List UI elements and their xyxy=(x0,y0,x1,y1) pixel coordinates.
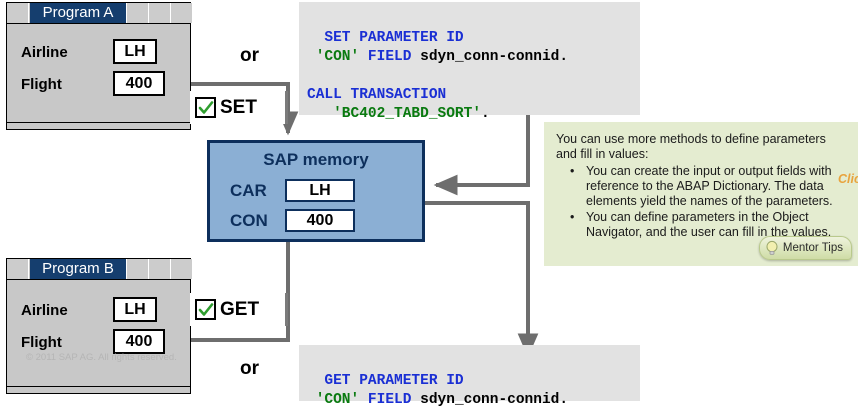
program-a-statusbar xyxy=(7,122,190,129)
flight-label-a: Flight xyxy=(21,76,62,93)
set-code-block: SET PARAMETER ID 'CON' FIELD sdyn_conn-c… xyxy=(299,2,640,122)
or-label-bottom: or xyxy=(240,358,259,379)
list-item: • You can create the input or output fie… xyxy=(556,164,848,209)
flight-field-b[interactable]: 400 xyxy=(113,329,165,354)
click-hint-text[interactable]: Clic xyxy=(838,172,858,186)
get-checkbox-label[interactable]: GET xyxy=(190,293,288,326)
program-b-title: Program B xyxy=(30,259,126,279)
set-code-line5-str: 'BC402_TABD_SORT' xyxy=(333,106,482,122)
set-code-line1: SET PARAMETER ID xyxy=(324,30,464,46)
airline-field-b[interactable]: LH xyxy=(113,297,157,322)
tips-bullet-list: • You can create the input or output fie… xyxy=(556,164,848,241)
program-a-title: Program A xyxy=(30,3,126,23)
program-b-statusbar xyxy=(7,386,190,393)
window-menu-box-b[interactable] xyxy=(7,259,29,279)
memory-value-con[interactable]: 400 xyxy=(285,209,355,232)
get-code-line2-id: sdyn_conn-connid. xyxy=(420,392,569,408)
get-code-line1: GET PARAMETER ID xyxy=(324,373,464,389)
get-code-line2-kw: FIELD xyxy=(359,392,421,408)
mentor-tips-badge[interactable]: Mentor Tips xyxy=(758,236,852,260)
program-a-body: Airline LH Flight 400 xyxy=(7,24,190,129)
program-a-window[interactable]: Program A Airline LH Flight 400 xyxy=(6,2,192,130)
get-code-block: GET PARAMETER ID 'CON' FIELD sdyn_conn-c… xyxy=(299,345,640,408)
window-button-b3[interactable] xyxy=(170,259,192,279)
window-menu-box[interactable] xyxy=(7,3,29,23)
program-b-body: Airline LH Flight 400 xyxy=(7,280,190,393)
sap-memory-title: SAP memory xyxy=(263,150,369,169)
lightbulb-icon xyxy=(766,240,778,255)
memory-value-car[interactable]: LH xyxy=(285,179,355,202)
mentor-tips-panel: You can use more methods to define param… xyxy=(544,122,858,266)
window-button-b1[interactable] xyxy=(126,259,148,279)
get-label: GET xyxy=(220,298,260,320)
set-code-line5-id: . xyxy=(481,106,490,122)
window-button-1[interactable] xyxy=(126,3,148,23)
bullet-glyph: • xyxy=(570,164,575,178)
airline-field-a[interactable]: LH xyxy=(113,39,157,64)
tips-item-text: You can define parameters in the Object … xyxy=(586,210,832,239)
memory-key-con: CON xyxy=(230,211,268,230)
airline-label-a: Airline xyxy=(21,44,68,61)
checkmark-icon-get xyxy=(195,299,216,320)
program-a-titlebar: Program A xyxy=(7,3,192,24)
bullet-glyph: • xyxy=(570,210,575,224)
sap-memory-box: SAP memory CAR LH CON 400 xyxy=(207,140,425,242)
set-code-line4: CALL TRANSACTION xyxy=(307,87,447,103)
checkmark-icon xyxy=(195,97,216,118)
airline-label-b: Airline xyxy=(21,302,68,319)
set-code-line2-kw: FIELD xyxy=(359,49,421,65)
set-code-line2-id: sdyn_conn-connid. xyxy=(420,49,569,65)
list-item: • You can define parameters in the Objec… xyxy=(556,210,848,240)
window-button-3[interactable] xyxy=(170,3,192,23)
window-button-2[interactable] xyxy=(148,3,170,23)
set-code-line2-str: 'CON' xyxy=(315,49,360,65)
memory-key-car: CAR xyxy=(230,181,267,200)
get-code-line2-str: 'CON' xyxy=(315,392,360,408)
flight-label-b: Flight xyxy=(21,334,62,351)
set-label: SET xyxy=(220,96,257,118)
window-button-b2[interactable] xyxy=(148,259,170,279)
tips-item-text: You can create the input or output field… xyxy=(586,164,833,208)
program-b-titlebar: Program B xyxy=(7,259,192,280)
flight-field-a[interactable]: 400 xyxy=(113,71,165,96)
or-label-top: or xyxy=(240,45,259,66)
program-b-window[interactable]: Program B Airline LH Flight 400 xyxy=(6,258,192,394)
copyright-text: © 2011 SAP AG. All rights reserved. xyxy=(26,352,177,363)
mentor-tips-label: Mentor Tips xyxy=(782,242,843,254)
set-checkbox-label[interactable]: SET xyxy=(190,91,288,124)
tips-lead-text: You can use more methods to define param… xyxy=(556,132,826,161)
